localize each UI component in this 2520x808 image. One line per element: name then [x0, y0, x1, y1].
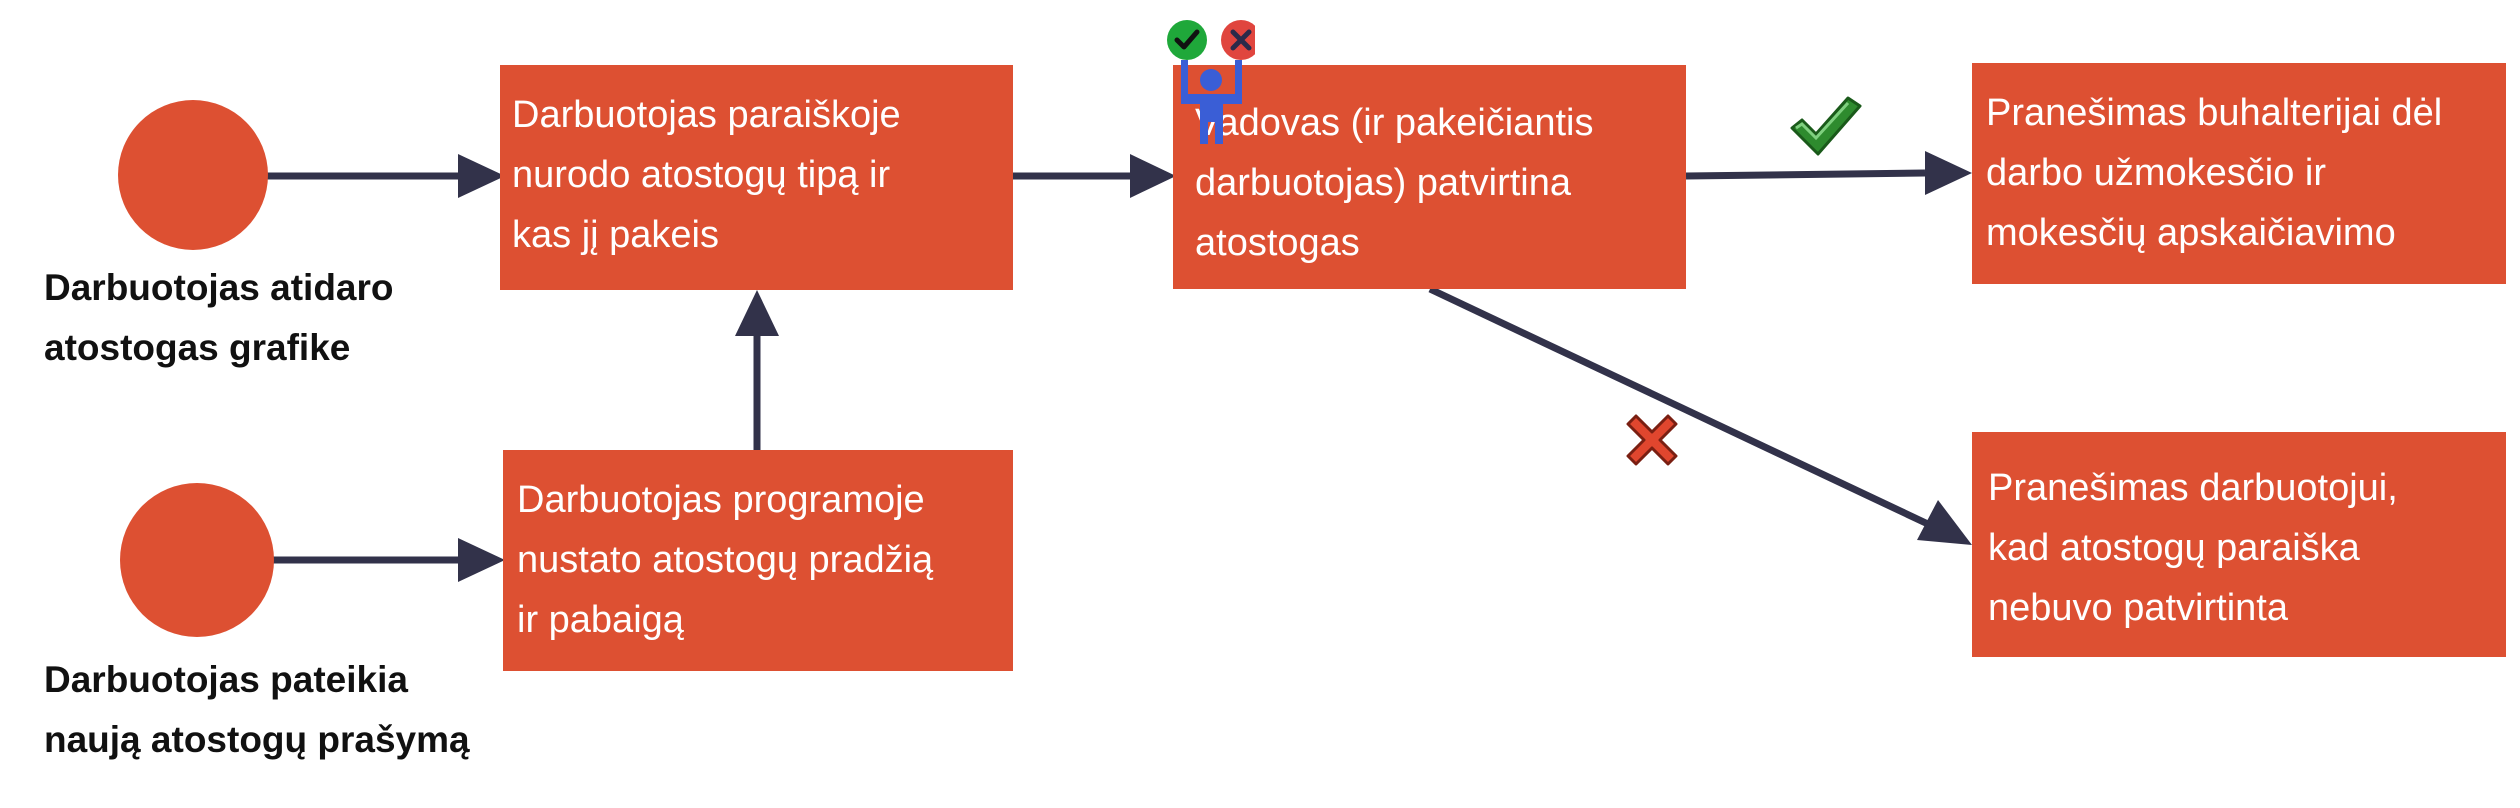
- task-specify-type: Darbuotojas paraiškoje nurodo atostogų t…: [500, 65, 1013, 290]
- arrowhead-start1: [458, 154, 505, 198]
- task-notify-employee: Pranešimas darbuotojui, kad atostogų par…: [1972, 432, 2506, 657]
- start-event-label-1: Darbuotojas atidaro atostogas grafike: [44, 267, 394, 368]
- start-event-circle-2: [120, 483, 274, 637]
- arrowhead-specify: [1130, 154, 1176, 198]
- x-circle-icon: [1221, 20, 1255, 60]
- check-circle-icon: [1167, 20, 1207, 60]
- start-event-label-2: Darbuotojas pateikia naują atostogų praš…: [44, 659, 470, 760]
- start-event-circle-1: [118, 100, 268, 250]
- arrow-approve-to-accounting: [1685, 169, 1926, 180]
- arrowhead-start2: [458, 538, 505, 582]
- task-manager-approve: Vadovas (ir pakeičiantis darbuotojas) pa…: [1173, 65, 1686, 289]
- task-notify-accounting: Pranešimas buhalterijai dėl darbo užmoke…: [1972, 63, 2506, 284]
- task-set-dates: Darbuotojas programoje nustato atostogų …: [503, 450, 1013, 671]
- person-approval-icon: [1167, 20, 1255, 144]
- cross-icon: [1626, 414, 1678, 466]
- checkmark-icon: [1790, 96, 1862, 156]
- arrow-approve-to-employee: [1428, 285, 1932, 529]
- arrowhead-dates-up: [735, 290, 779, 336]
- arrowhead-accounting: [1925, 151, 1972, 195]
- arrowhead-employee: [1917, 500, 1972, 545]
